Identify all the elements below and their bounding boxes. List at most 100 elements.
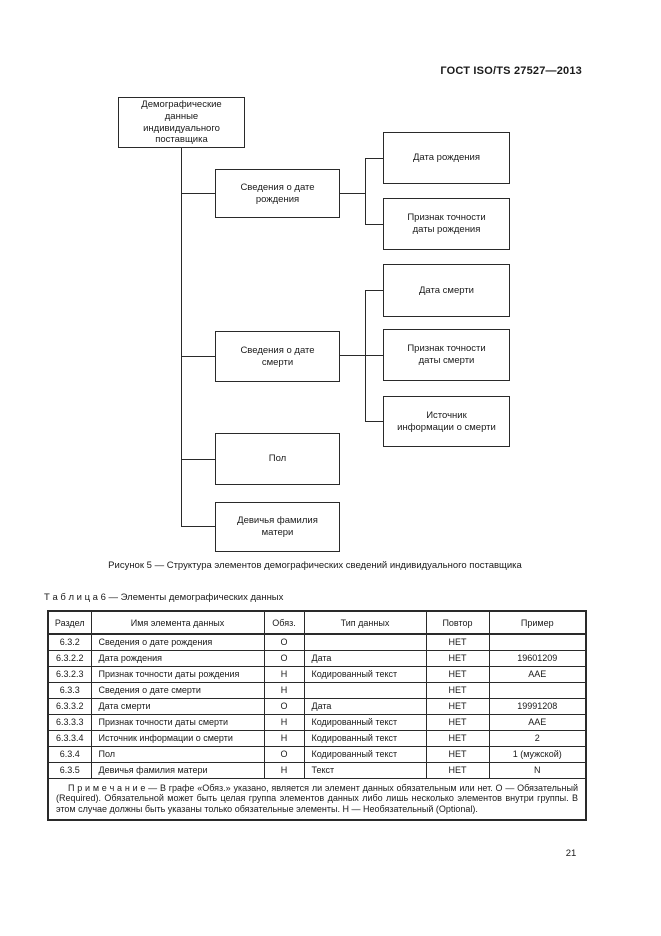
table-title: Т а б л и ц а 6 — Элементы демографическ… bbox=[44, 592, 284, 603]
table-cell: Текст bbox=[303, 761, 427, 779]
page-number: 21 bbox=[565, 848, 577, 859]
table-cell: НЕТ bbox=[425, 649, 490, 667]
table-cell: Н bbox=[263, 729, 305, 747]
table-cell: Н bbox=[263, 681, 305, 699]
column-header: Обяз. bbox=[263, 610, 305, 635]
table-cell: О bbox=[263, 745, 305, 763]
table-cell: Дата смерти bbox=[90, 697, 265, 715]
connector-death-parent bbox=[340, 355, 383, 356]
table-cell: 6.3.3.3 bbox=[47, 713, 92, 731]
table-note-text: П р и м е ч а н и е — В графе «Обяз.» ук… bbox=[56, 782, 578, 814]
table-cell: Н bbox=[263, 713, 305, 731]
table-cell: 6.3.2.2 bbox=[47, 649, 92, 667]
diagram-node-death-source: Источник информации о смерти bbox=[383, 396, 510, 447]
diagram-node-death-accuracy: Признак точности даты смерти bbox=[383, 329, 510, 381]
table-cell: НЕТ bbox=[425, 665, 490, 683]
connector-branch-maiden-name bbox=[181, 526, 215, 527]
table-cell: НЕТ bbox=[425, 745, 490, 763]
table-cell: 6.3.5 bbox=[47, 761, 92, 779]
table-cell bbox=[488, 681, 587, 699]
diagram-node-death-info: Сведения о дате смерти bbox=[215, 331, 340, 382]
table-cell: О bbox=[263, 697, 305, 715]
table-cell: Кодированный текст bbox=[303, 713, 427, 731]
diagram-node-maiden-name: Девичья фамилия матери bbox=[215, 502, 340, 552]
table-cell bbox=[488, 633, 587, 651]
table-cell: Сведения о дате рождения bbox=[90, 633, 265, 651]
connector-birth-group-vertical bbox=[365, 158, 366, 225]
table-cell: Признак точности даты смерти bbox=[90, 713, 265, 731]
table-cell: Признак точности даты рождения bbox=[90, 665, 265, 683]
diagram-node-birth-info: Сведения о дате рождения bbox=[215, 169, 340, 218]
table-cell: 6.3.3.2 bbox=[47, 697, 92, 715]
table-cell: AAE bbox=[488, 665, 587, 683]
connector-stub-birth-date bbox=[365, 158, 383, 159]
column-header: Повтор bbox=[425, 610, 490, 635]
table-note-row: П р и м е ч а н и е — В графе «Обяз.» ук… bbox=[47, 777, 587, 821]
column-header: Тип данных bbox=[303, 610, 427, 635]
diagram-node-birth-date: Дата рождения bbox=[383, 132, 510, 184]
table-cell: 6.3.3 bbox=[47, 681, 92, 699]
table-cell: 1 (мужской) bbox=[488, 745, 587, 763]
figure-caption: Рисунок 5 — Структура элементов демограф… bbox=[108, 560, 522, 571]
table-cell: О bbox=[263, 633, 305, 651]
table-cell: Дата bbox=[303, 649, 427, 667]
table-cell: О bbox=[263, 649, 305, 667]
diagram-node-sex: Пол bbox=[215, 433, 340, 485]
table-cell: Кодированный текст bbox=[303, 665, 427, 683]
connector-death-group-vertical bbox=[365, 290, 366, 422]
connector-birth-parent bbox=[340, 193, 366, 194]
table-note-cell: П р и м е ч а н и е — В графе «Обяз.» ук… bbox=[47, 777, 587, 821]
diagram-node-birth-accuracy: Признак точности даты рождения bbox=[383, 198, 510, 250]
connector-stub-death-date bbox=[365, 290, 383, 291]
connector-branch-birth-info bbox=[181, 193, 215, 194]
table-cell: НЕТ bbox=[425, 713, 490, 731]
diagram-node-root: Демографические данные индивидуального п… bbox=[118, 97, 245, 148]
table-cell: 6.3.4 bbox=[47, 745, 92, 763]
table-cell: Пол bbox=[90, 745, 265, 763]
connector-stub-birth-accuracy bbox=[365, 224, 383, 225]
connector-stub-death-source bbox=[365, 421, 383, 422]
table-cell: НЕТ bbox=[425, 681, 490, 699]
table-cell: Сведения о дате смерти bbox=[90, 681, 265, 699]
table-cell bbox=[303, 681, 427, 699]
table-cell: 6.3.2 bbox=[47, 633, 92, 651]
table-cell: Источник информации о смерти bbox=[90, 729, 265, 747]
column-header: Имя элемента данных bbox=[90, 610, 265, 635]
table-cell: 6.3.2.3 bbox=[47, 665, 92, 683]
column-header: Раздел bbox=[47, 610, 92, 635]
connector-branch-sex bbox=[181, 459, 215, 460]
table-cell: НЕТ bbox=[425, 697, 490, 715]
connector-branch-death-info bbox=[181, 356, 215, 357]
connector-trunk-vertical bbox=[181, 148, 182, 527]
table-cell: НЕТ bbox=[425, 729, 490, 747]
table-cell: 19601209 bbox=[488, 649, 587, 667]
table-cell: НЕТ bbox=[425, 761, 490, 779]
table-cell: Кодированный текст bbox=[303, 745, 427, 763]
table-cell: 2 bbox=[488, 729, 587, 747]
table-cell: НЕТ bbox=[425, 633, 490, 651]
table-cell: 6.3.3.4 bbox=[47, 729, 92, 747]
diagram-node-death-date: Дата смерти bbox=[383, 264, 510, 317]
table-cell: AAE bbox=[488, 713, 587, 731]
standard-number-header: ГОСТ ISO/TS 27527—2013 bbox=[440, 65, 582, 77]
table-cell: Девичья фамилия матери bbox=[90, 761, 265, 779]
table-cell: Дата рождения bbox=[90, 649, 265, 667]
table-cell: 19991208 bbox=[488, 697, 587, 715]
table-cell: Н bbox=[263, 761, 305, 779]
table-cell bbox=[303, 633, 427, 651]
table-cell: Дата bbox=[303, 697, 427, 715]
table-cell: Кодированный текст bbox=[303, 729, 427, 747]
